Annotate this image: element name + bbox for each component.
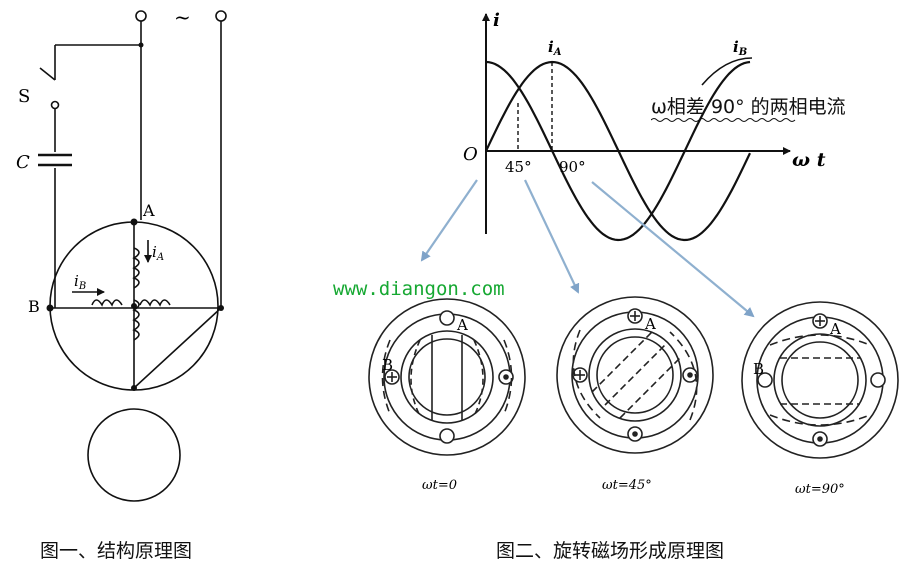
stator1-pole-a: A [456, 316, 468, 334]
capacitor-label: C [16, 152, 30, 173]
rotor-circle [87, 408, 181, 502]
stator3-pole-a: A [829, 320, 841, 338]
current-a-label: iA [152, 243, 164, 263]
switch-lever [39, 67, 56, 81]
stator-wt-45 [556, 296, 714, 454]
x-axis-label: ω t [792, 149, 826, 171]
switch-label: S [18, 86, 30, 107]
stator3-pole-b: B [753, 360, 764, 378]
curve-b-label: iB [733, 38, 747, 58]
stator3-label: ωt=90° [795, 482, 845, 497]
watermark: www.diangon.com [333, 278, 505, 300]
coil-b-left [91, 299, 123, 307]
figure2-caption: 图二、旋转磁场形成原理图 [496, 540, 725, 562]
terminal-left [135, 10, 147, 22]
note-underline [651, 118, 796, 122]
stator2-pole-a: A [644, 315, 656, 333]
origin-label: O [463, 144, 478, 165]
tick-90-label: 90° [559, 158, 586, 176]
stator1-label: ωt=0 [422, 478, 457, 493]
curve-i-b [485, 60, 751, 242]
stator-wt-90 [741, 301, 899, 459]
curve-i-a [485, 60, 751, 242]
figure1-caption: 图一、结构原理图 [40, 540, 193, 562]
phase-note: ω相差 90° 的两相电流 [651, 96, 846, 118]
stator2-label: ωt=45° [602, 478, 652, 493]
y-axis-label: i [493, 10, 500, 31]
stator1-pole-b: B [382, 356, 393, 374]
waveform-plot [482, 13, 791, 242]
stator-wt-0 [368, 298, 526, 456]
node-a-label: A [142, 201, 155, 220]
node-b-label: B [28, 297, 40, 316]
circuit-diagram [38, 10, 227, 502]
tick-45-label: 45° [505, 158, 532, 176]
current-b-label: iB [74, 272, 86, 292]
pointer-arrows [420, 179, 755, 318]
curve-b-leader [701, 57, 753, 86]
coil-a-upper [132, 247, 140, 289]
curve-a-label: iA [548, 38, 562, 58]
coil-b-right [139, 299, 171, 307]
coil-a-lower [132, 299, 140, 341]
supply-label: ~ [174, 5, 191, 29]
terminal-right [215, 10, 227, 22]
